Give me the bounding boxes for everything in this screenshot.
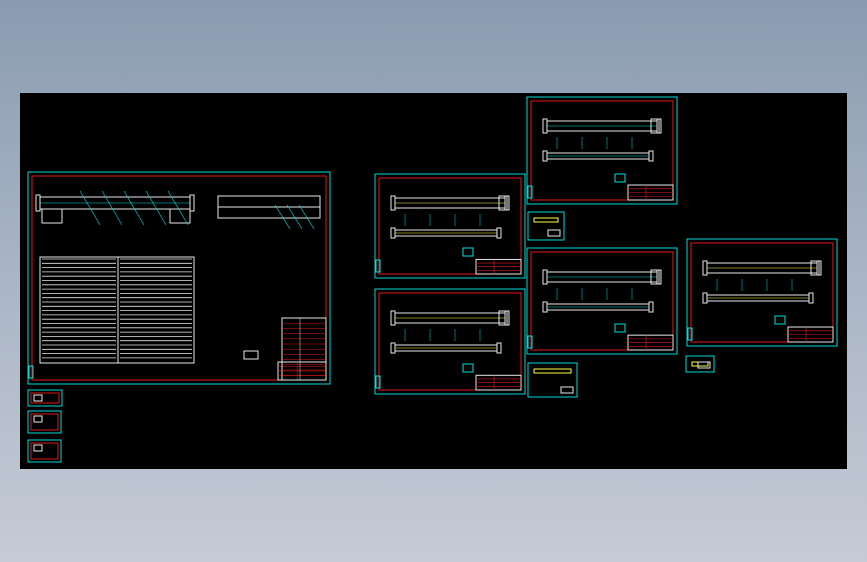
part-end-cap bbox=[189, 194, 195, 212]
parts-table bbox=[281, 317, 327, 381]
edge-marker bbox=[375, 375, 381, 389]
leader-line bbox=[298, 204, 315, 230]
part-end-cap bbox=[542, 269, 548, 285]
end-detail bbox=[650, 118, 660, 134]
edge-marker bbox=[527, 335, 533, 349]
detail-part bbox=[691, 361, 709, 367]
edge-marker bbox=[28, 365, 34, 379]
sheet-frame bbox=[27, 171, 331, 385]
part-end-cap bbox=[390, 310, 396, 326]
bracket bbox=[41, 208, 63, 224]
sheet-part-4 bbox=[526, 247, 678, 355]
part-end-cap bbox=[702, 260, 708, 276]
part-end-cap bbox=[390, 195, 396, 211]
leader-line bbox=[167, 190, 189, 226]
detail-part bbox=[33, 444, 43, 452]
part-end-cap bbox=[648, 301, 654, 313]
end-detail bbox=[650, 269, 660, 285]
cad-model-space[interactable] bbox=[20, 93, 847, 469]
sheet-grille-assembly bbox=[27, 171, 331, 385]
end-detail bbox=[498, 310, 508, 326]
sheet-part-5 bbox=[686, 238, 838, 347]
detail-frame bbox=[27, 389, 63, 407]
louver-panel-right bbox=[117, 256, 195, 364]
detail-sheet-3 bbox=[27, 439, 62, 463]
part-end-cap bbox=[35, 194, 41, 212]
sheet-border bbox=[378, 177, 522, 275]
sheet-border bbox=[31, 175, 327, 381]
note-mark bbox=[614, 323, 626, 333]
part-end-cap bbox=[808, 292, 814, 304]
edge-marker bbox=[375, 259, 381, 273]
leader-line bbox=[286, 204, 303, 230]
end-detail bbox=[810, 260, 820, 276]
detail-part bbox=[533, 217, 559, 223]
leader-line bbox=[101, 190, 123, 226]
part-end-cap bbox=[496, 342, 502, 354]
louver-grid bbox=[39, 256, 195, 364]
sheet-frame bbox=[526, 96, 678, 205]
leader-line bbox=[274, 204, 291, 230]
cad-drawing-svg bbox=[27, 96, 838, 463]
detail-title bbox=[560, 386, 574, 394]
note-mark bbox=[462, 363, 474, 373]
sheet-frame bbox=[374, 173, 526, 279]
part-end-cap bbox=[390, 342, 396, 354]
end-detail bbox=[498, 195, 508, 211]
loose-detail-2 bbox=[527, 362, 578, 398]
detail-frame bbox=[27, 439, 62, 463]
detail-border bbox=[30, 392, 60, 404]
detail-border bbox=[30, 442, 59, 460]
sheet-border bbox=[530, 251, 674, 351]
part-end-cap bbox=[648, 150, 654, 162]
loose-detail-3 bbox=[685, 355, 715, 373]
leader-line bbox=[79, 190, 101, 226]
sheet-frame bbox=[686, 238, 838, 347]
part-end-cap bbox=[542, 150, 548, 162]
detail-frame bbox=[27, 410, 62, 434]
part-end-cap bbox=[542, 118, 548, 134]
sheet-part-2 bbox=[374, 288, 526, 395]
sheet-frame bbox=[374, 288, 526, 395]
edge-marker bbox=[687, 327, 693, 341]
sheet-border bbox=[378, 292, 522, 391]
detail-sheet-1 bbox=[27, 389, 63, 407]
note-mark bbox=[462, 247, 474, 257]
detail-title bbox=[547, 229, 561, 237]
detail-title bbox=[697, 361, 711, 369]
sheet-part-3 bbox=[526, 96, 678, 205]
leader-line bbox=[145, 190, 167, 226]
part-end-cap bbox=[390, 227, 396, 239]
detail-part bbox=[33, 415, 43, 423]
sheet-border bbox=[530, 100, 674, 201]
part-end-cap bbox=[496, 227, 502, 239]
detail-part bbox=[533, 368, 572, 374]
edge-marker bbox=[527, 185, 533, 199]
detail-part bbox=[33, 394, 43, 402]
bracket bbox=[169, 208, 191, 224]
sheet-border bbox=[690, 242, 834, 343]
sheet-part-1 bbox=[374, 173, 526, 279]
detail-frame bbox=[527, 362, 578, 398]
detail-border bbox=[30, 413, 59, 431]
note-mark bbox=[774, 315, 786, 325]
detail-frame bbox=[527, 211, 565, 241]
detail-sheet-2 bbox=[27, 410, 62, 434]
leader-line bbox=[123, 190, 145, 226]
part-end-cap bbox=[542, 301, 548, 313]
loose-detail-1 bbox=[527, 211, 565, 241]
note-mark bbox=[614, 173, 626, 183]
louver-panel-left bbox=[39, 256, 119, 364]
sheet-frame bbox=[526, 247, 678, 355]
note-block bbox=[243, 350, 259, 360]
detail-frame bbox=[685, 355, 715, 373]
part-end-cap bbox=[702, 292, 708, 304]
